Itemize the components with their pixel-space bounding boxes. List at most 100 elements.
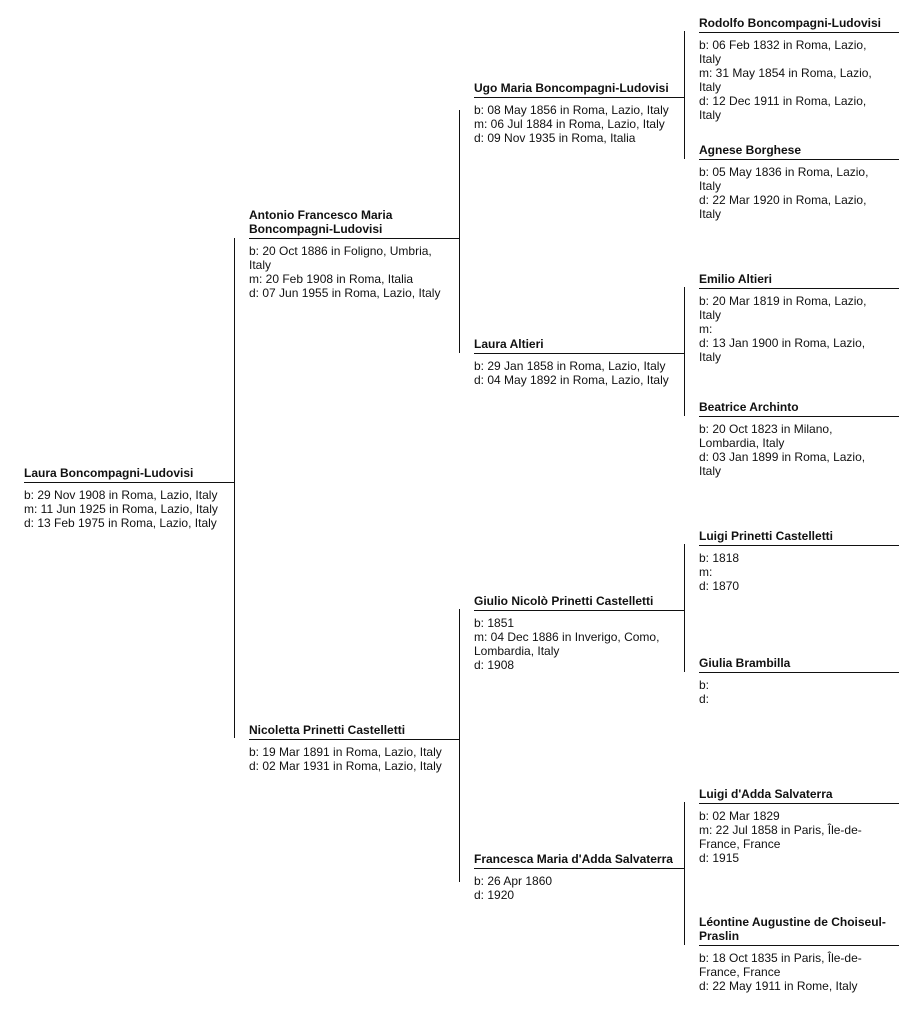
death-fact: d: 1915 [699,851,740,865]
death-fact: d: 09 Nov 1935 in Roma, Italia [474,131,636,145]
person-name: Luigi Prinetti Castelletti [699,529,834,543]
person-name: Ugo Maria Boncompagni-Ludovisi [474,81,669,95]
death-fact: d: 02 Mar 1931 in Roma, Lazio, Italy [249,759,442,773]
person-facts: b: 1851 m: 04 Dec 1886 in Inverigo, Como… [474,616,674,672]
person-giulio-nicolo[interactable]: Giulio Nicolò Prinetti Castelletti b: 18… [474,594,684,672]
person-giulia-brambilla[interactable]: Giulia Brambilla b: d: [699,656,899,706]
birth-fact: b: 08 May 1856 in Roma, Lazio, Italy [474,103,669,117]
person-facts: b: 29 Nov 1908 in Roma, Lazio, Italy m: … [24,488,224,530]
marriage-fact: m: 22 Jul 1858 in Paris, Île-de-France, … [699,823,862,851]
connector-gen2-top-gen3 [459,110,461,353]
person-name: Agnese Borghese [699,143,802,157]
marriage-fact: m: 04 Dec 1886 in Inverigo, Como, Lombar… [474,630,660,658]
person-name: Luigi d'Adda Salvaterra [699,787,833,801]
person-beatrice-archinto[interactable]: Beatrice Archinto b: 20 Oct 1823 in Mila… [699,400,899,478]
person-facts: b: 20 Oct 1823 in Milano, Lombardia, Ita… [699,422,889,478]
marriage-fact: m: [699,322,713,336]
person-name: Laura Boncompagni-Ludovisi [24,466,194,480]
person-name: Léontine Augustine de Choiseul-Praslin [699,915,886,943]
person-name: Laura Altieri [474,337,544,351]
person-ugo-maria[interactable]: Ugo Maria Boncompagni-Ludovisi b: 08 May… [474,81,684,145]
connector-gen1-gen2 [234,238,236,738]
marriage-fact: m: 20 Feb 1908 in Roma, Italia [249,272,414,286]
birth-fact: b: 02 Mar 1829 [699,809,780,823]
birth-fact: b: [699,678,710,692]
person-facts: b: 18 Oct 1835 in Paris, Île-de-France, … [699,951,889,993]
death-fact: d: 03 Jan 1899 in Roma, Lazio, Italy [699,450,866,478]
name-underline [249,739,459,740]
person-nicoletta-prinetti-castelletti[interactable]: Nicoletta Prinetti Castelletti b: 19 Mar… [249,723,459,773]
marriage-fact: m: 11 Jun 1925 in Roma, Lazio, Italy [24,502,218,516]
person-name: Beatrice Archinto [699,400,799,414]
death-fact: d: 22 May 1911 in Rome, Italy [699,979,858,993]
birth-fact: b: 19 Mar 1891 in Roma, Lazio, Italy [249,745,442,759]
death-fact: d: 12 Dec 1911 in Roma, Lazio, Italy [699,94,867,122]
person-name: Rodolfo Boncompagni-Ludovisi [699,16,881,30]
person-laura-altieri[interactable]: Laura Altieri b: 29 Jan 1858 in Roma, La… [474,337,684,387]
connector-gen3-francesca-gen4 [684,802,686,945]
marriage-fact: m: 06 Jul 1884 in Roma, Lazio, Italy [474,117,665,131]
death-fact: d: 22 Mar 1920 in Roma, Lazio, Italy [699,193,867,221]
birth-fact: b: 20 Oct 1823 in Milano, Lombardia, Ita… [699,422,833,450]
connector-gen3-laura-gen4 [684,287,686,416]
name-underline [249,238,459,239]
death-fact: d: 04 May 1892 in Roma, Lazio, Italy [474,373,669,387]
death-fact: d: 1870 [699,579,740,593]
person-facts: b: 1818 m: d: 1870 [699,551,889,593]
person-laura-boncompagni-ludovisi[interactable]: Laura Boncompagni-Ludovisi b: 29 Nov 190… [24,466,234,530]
death-fact: d: 13 Feb 1975 in Roma, Lazio, Italy [24,516,217,530]
person-emilio-altieri[interactable]: Emilio Altieri b: 20 Mar 1819 in Roma, L… [699,272,899,364]
connector-gen3-giulio-gen4 [684,544,686,672]
name-underline [474,868,684,869]
person-luigi-dadda[interactable]: Luigi d'Adda Salvaterra b: 02 Mar 1829 m… [699,787,899,865]
person-facts: b: 08 May 1856 in Roma, Lazio, Italy m: … [474,103,674,145]
person-luigi-prinetti[interactable]: Luigi Prinetti Castelletti b: 1818 m: d:… [699,529,899,593]
person-name: Giulia Brambilla [699,656,791,670]
person-name: Emilio Altieri [699,272,772,286]
name-underline [699,288,899,289]
person-francesca-maria[interactable]: Francesca Maria d'Adda Salvaterra b: 26 … [474,852,684,902]
person-facts: b: 26 Apr 1860 d: 1920 [474,874,674,902]
person-name: Giulio Nicolò Prinetti Castelletti [474,594,654,608]
person-antonio-francesco-maria[interactable]: Antonio Francesco Maria Boncompagni-Ludo… [249,208,459,300]
person-leontine-augustine[interactable]: Léontine Augustine de Choiseul-Praslin b… [699,915,899,993]
death-fact: d: 13 Jan 1900 in Roma, Lazio, Italy [699,336,866,364]
birth-fact: b: 29 Jan 1858 in Roma, Lazio, Italy [474,359,666,373]
name-underline [699,803,899,804]
person-facts: b: 29 Jan 1858 in Roma, Lazio, Italy d: … [474,359,674,387]
death-fact: d: 1908 [474,658,515,672]
birth-fact: b: 18 Oct 1835 in Paris, Île-de-France, … [699,951,862,979]
person-facts: b: 02 Mar 1829 m: 22 Jul 1858 in Paris, … [699,809,889,865]
person-name: Antonio Francesco Maria Boncompagni-Ludo… [249,208,393,236]
birth-fact: b: 05 May 1836 in Roma, Lazio, Italy [699,165,869,193]
person-facts: b: 19 Mar 1891 in Roma, Lazio, Italy d: … [249,745,449,773]
name-underline [699,159,899,160]
person-rodolfo[interactable]: Rodolfo Boncompagni-Ludovisi b: 06 Feb 1… [699,16,899,122]
death-fact: d: 07 Jun 1955 in Roma, Lazio, Italy [249,286,441,300]
marriage-fact: m: [699,565,713,579]
name-underline [699,416,899,417]
birth-fact: b: 1851 [474,616,515,630]
name-underline [699,545,899,546]
name-underline [474,97,684,98]
birth-fact: b: 1818 [699,551,740,565]
person-facts: b: 05 May 1836 in Roma, Lazio, Italy d: … [699,165,889,221]
connector-gen3-ugo-gen4 [684,31,686,159]
person-facts: b: d: [699,678,889,706]
birth-fact: b: 20 Mar 1819 in Roma, Lazio, Italy [699,294,867,322]
name-underline [699,32,899,33]
person-facts: b: 20 Oct 1886 in Foligno, Umbria, Italy… [249,244,449,300]
name-underline [474,610,684,611]
marriage-fact: m: 31 May 1854 in Roma, Lazio, Italy [699,66,872,94]
name-underline [699,672,899,673]
person-agnese-borghese[interactable]: Agnese Borghese b: 05 May 1836 in Roma, … [699,143,899,221]
person-facts: b: 06 Feb 1832 in Roma, Lazio, Italy m: … [699,38,889,122]
birth-fact: b: 06 Feb 1832 in Roma, Lazio, Italy [699,38,867,66]
name-underline [474,353,684,354]
name-underline [24,482,234,483]
death-fact: d: 1920 [474,888,515,902]
birth-fact: b: 26 Apr 1860 [474,874,553,888]
birth-fact: b: 29 Nov 1908 in Roma, Lazio, Italy [24,488,218,502]
person-name: Nicoletta Prinetti Castelletti [249,723,406,737]
person-facts: b: 20 Mar 1819 in Roma, Lazio, Italy m: … [699,294,889,364]
